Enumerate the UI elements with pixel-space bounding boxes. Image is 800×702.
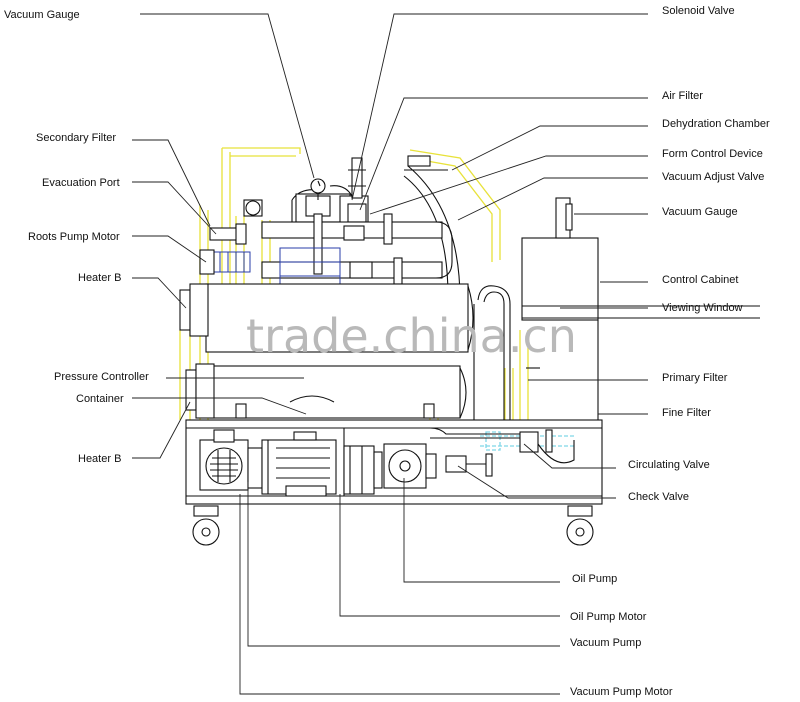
leader-air-filter	[359, 97, 648, 211]
machine-drawing	[179, 147, 760, 546]
leader-vacuum-adjust-valve	[457, 177, 648, 221]
leader-solenoid-valve	[351, 13, 648, 201]
label-check-valve: Check Valve	[628, 491, 689, 503]
leader-check-valve	[457, 465, 616, 499]
leader-circulating-valve	[523, 443, 616, 469]
right-pipe-frame	[473, 285, 599, 420]
label-solenoid-valve: Solenoid Valve	[662, 5, 735, 17]
upper-heater-tank	[179, 283, 474, 353]
label-vacuum-gauge-top: Vacuum Gauge	[4, 9, 80, 21]
leader-heater-b-lower	[132, 401, 191, 459]
label-heater-b-lower: Heater B	[78, 453, 121, 465]
label-vacuum-adjust-valve: Vacuum Adjust Valve	[662, 171, 764, 183]
label-container: Container	[76, 393, 124, 405]
circulating-valve-shape	[429, 427, 575, 464]
oil-pump-motor-shape	[343, 445, 383, 495]
caster-right	[566, 505, 594, 546]
solenoid-valve-shape	[347, 157, 367, 223]
right-vacuum-gauge-shape	[555, 197, 573, 239]
vacuum-pump-motor-shape	[247, 431, 337, 497]
oil-pump-shape	[383, 443, 437, 489]
leader-heater-b-upper	[132, 277, 187, 309]
leader-lines	[132, 13, 648, 695]
watermark-text: trade.china.cn	[246, 309, 577, 363]
leader-container	[132, 397, 307, 415]
vacuum-pump-shape	[199, 429, 249, 491]
upper-manifold	[209, 199, 453, 285]
leader-secondary-filter	[132, 139, 211, 227]
lower-heater-tank	[185, 363, 467, 419]
label-vacuum-pump-motor: Vacuum Pump Motor	[570, 686, 673, 698]
label-circulating-valve: Circulating Valve	[628, 459, 710, 471]
label-fine-filter: Fine Filter	[662, 407, 711, 419]
label-vacuum-pump: Vacuum Pump	[570, 637, 641, 649]
label-primary-filter: Primary Filter	[662, 372, 728, 384]
label-evacuation-port: Evacuation Port	[42, 177, 120, 189]
label-heater-b-upper: Heater B	[78, 272, 121, 284]
leader-form-control-device	[369, 155, 648, 215]
label-secondary-filter: Secondary Filter	[36, 132, 116, 144]
leader-vacuum-gauge-top	[140, 13, 315, 179]
leader-oil-pump	[403, 478, 560, 583]
leader-dehydration-chamber	[451, 125, 648, 171]
leader-vacuum-pump	[247, 482, 560, 647]
labels: Vacuum Gauge Solenoid Valve Air Filter D…	[4, 5, 770, 698]
label-form-control-device: Form Control Device	[662, 148, 763, 160]
leader-evacuation-port	[132, 181, 217, 235]
label-air-filter: Air Filter	[662, 90, 703, 102]
leader-vacuum-pump-motor	[239, 494, 560, 695]
label-pressure-controller: Pressure Controller	[54, 371, 149, 383]
leader-oil-pump-motor	[339, 494, 560, 617]
label-control-cabinet: Control Cabinet	[662, 274, 738, 286]
label-dehydration-chamber: Dehydration Chamber	[662, 118, 770, 130]
leader-roots-pump-motor	[132, 235, 207, 263]
caster-left	[192, 505, 220, 546]
label-oil-pump: Oil Pump	[572, 573, 617, 585]
control-cabinet-shape	[521, 237, 760, 321]
label-vacuum-gauge-right: Vacuum Gauge	[662, 206, 738, 218]
label-oil-pump-motor: Oil Pump Motor	[570, 611, 647, 623]
label-roots-pump-motor: Roots Pump Motor	[28, 231, 120, 243]
top-vacuum-gauge-shape	[310, 178, 326, 200]
label-viewing-window: Viewing Window	[662, 302, 743, 314]
